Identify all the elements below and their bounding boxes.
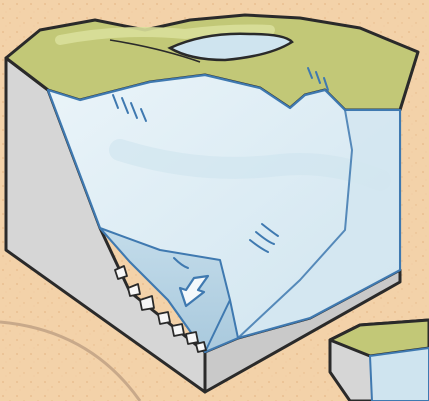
second-block-corner xyxy=(330,320,429,401)
